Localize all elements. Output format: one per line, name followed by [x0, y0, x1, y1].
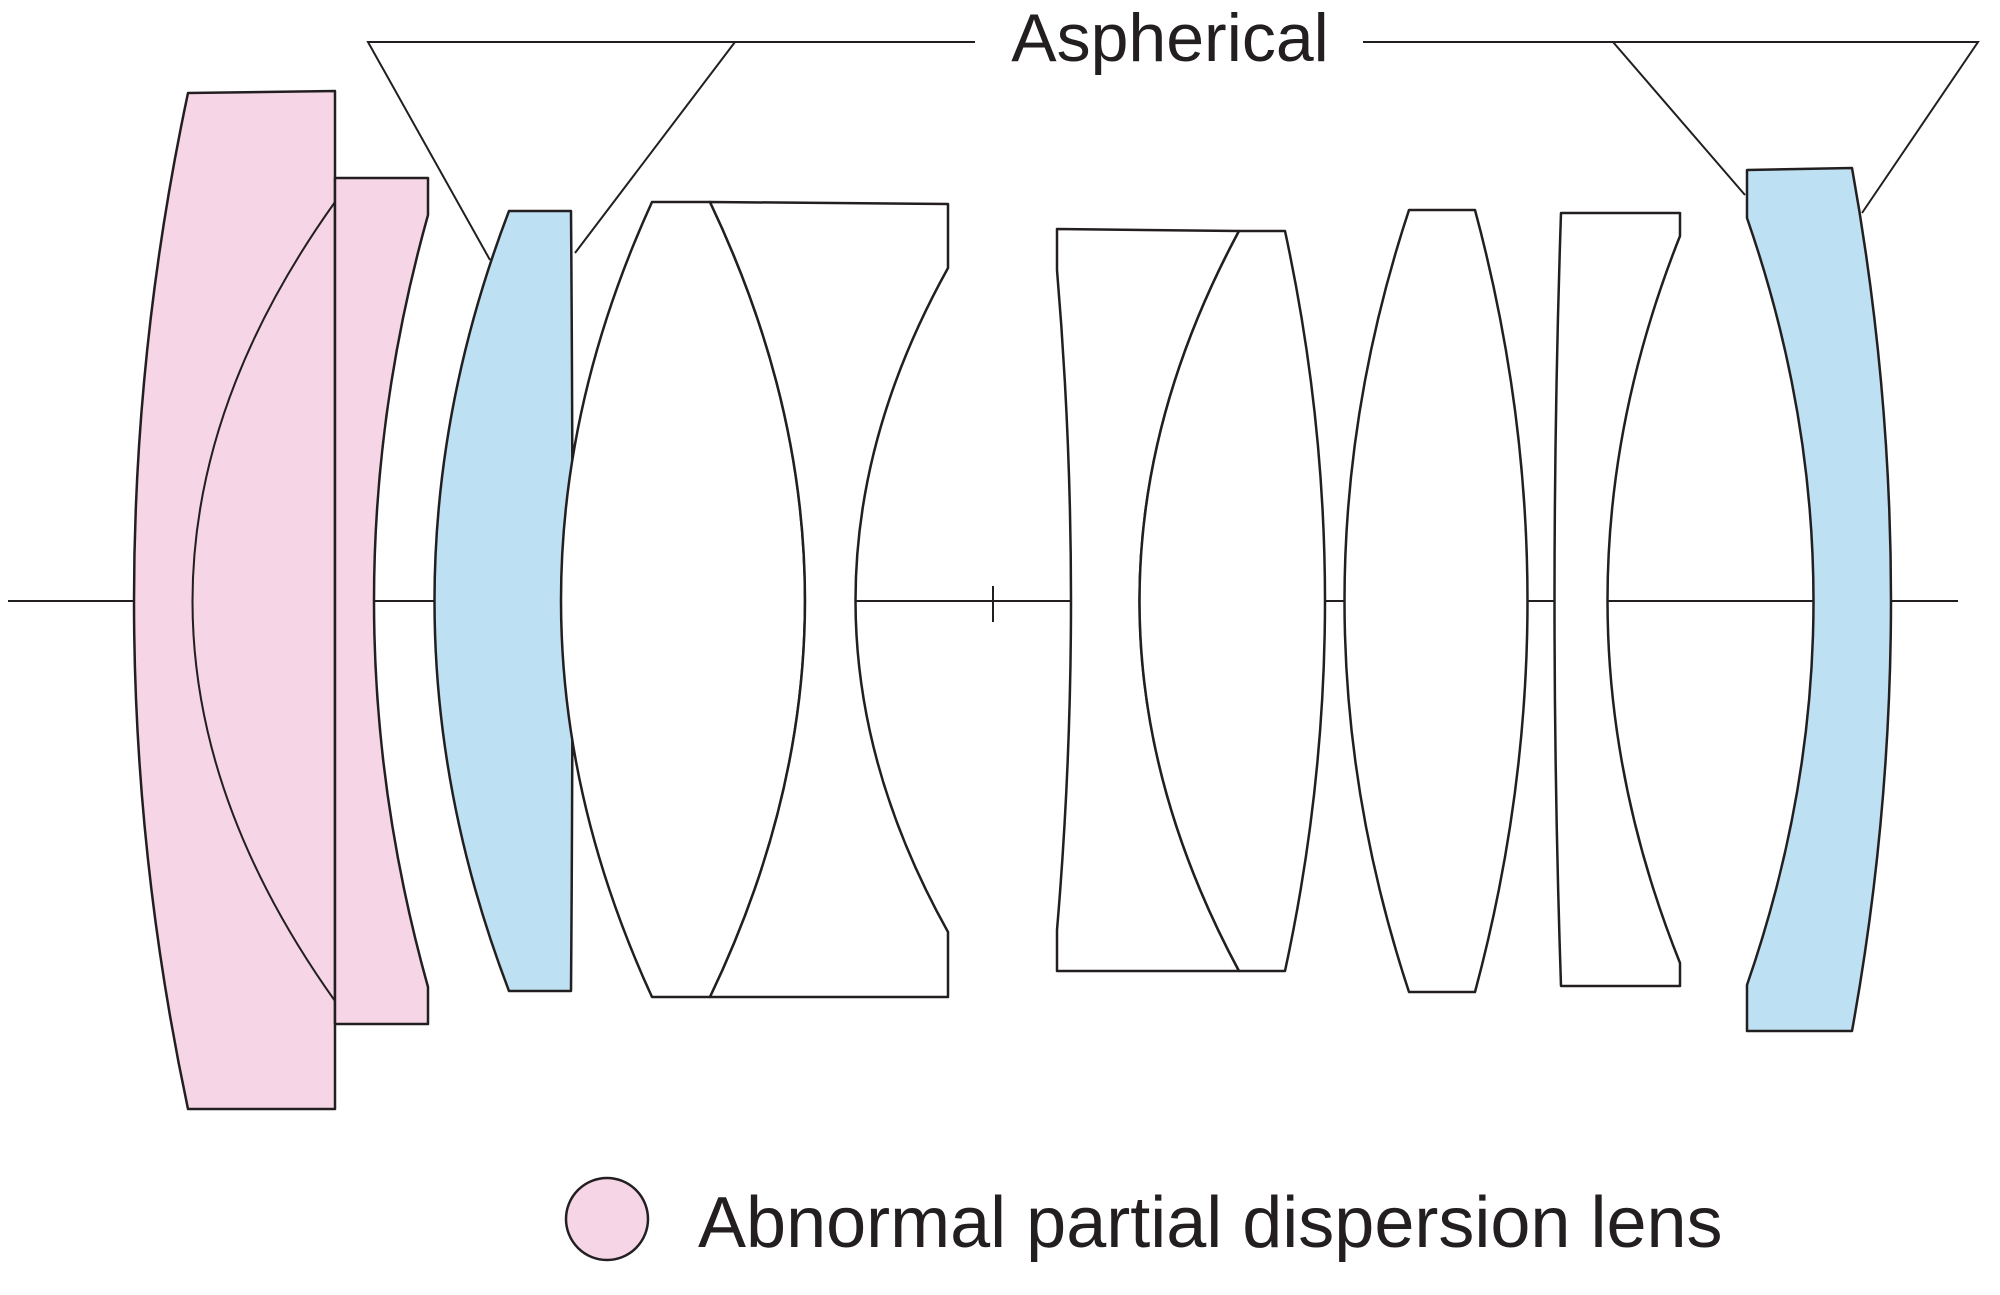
lens-element-1: [132, 89, 337, 1111]
aspherical-callout-left: [366, 41, 975, 261]
lens-element-10: [1745, 166, 1893, 1033]
lens-element-5: [708, 200, 950, 999]
aspherical-label: Aspherical: [1011, 0, 1329, 76]
lens-element-8: [1343, 208, 1529, 994]
aspherical-callout-right: [1363, 41, 1980, 214]
lens-element-7: [1138, 229, 1327, 973]
lens-element-3: [433, 209, 574, 993]
element-1-rear-curve: [191, 201, 336, 1002]
legend-label: Abnormal partial dispersion lens: [698, 1183, 1723, 1263]
legend-swatch: [564, 1176, 650, 1262]
lens-element-9: [1553, 211, 1682, 988]
lens-element-2: [333, 176, 430, 1026]
